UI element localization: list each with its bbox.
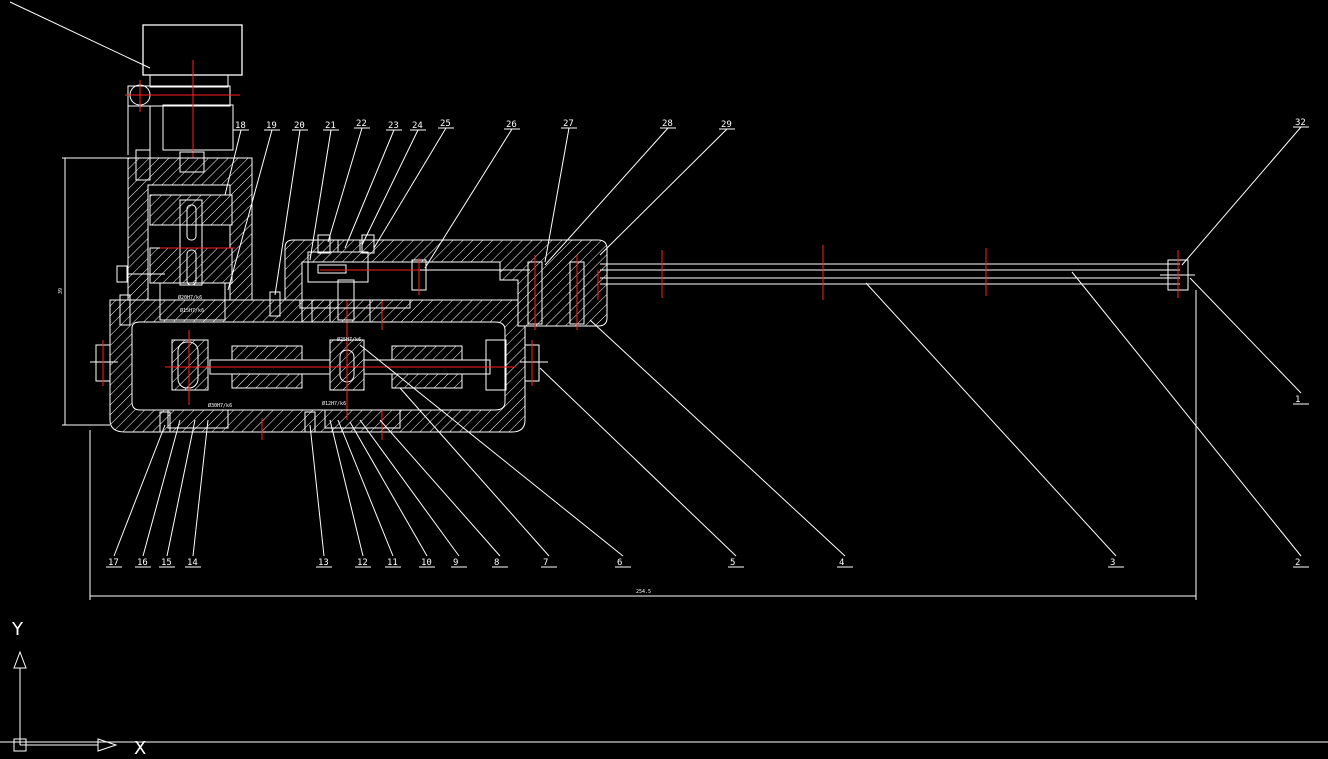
balloon-leader bbox=[599, 128, 728, 256]
balloon-label: 12 bbox=[357, 558, 368, 568]
balloon-label: 29 bbox=[721, 120, 732, 130]
balloon-label: 4 bbox=[839, 558, 844, 568]
balloon-label: 19 bbox=[266, 121, 277, 131]
balloon-leader bbox=[309, 129, 332, 261]
fit-note-5: Ø12H7/k6 bbox=[322, 400, 346, 407]
balloon-leader bbox=[539, 367, 737, 557]
upper-arm-housing[interactable] bbox=[284, 234, 608, 330]
balloon-leader bbox=[327, 127, 363, 243]
dim-height-label: 39 bbox=[58, 288, 64, 294]
balloon-label: 3 bbox=[1110, 558, 1115, 568]
balloon-leader bbox=[344, 129, 395, 249]
balloon-label: 2 bbox=[1295, 558, 1300, 568]
ucs-y-label: Y bbox=[11, 619, 24, 640]
balloon-label: 7 bbox=[543, 558, 548, 568]
balloon-label: 22 bbox=[356, 119, 367, 129]
balloon-leader bbox=[359, 419, 460, 557]
balloon-label: 32 bbox=[1295, 118, 1306, 128]
balloon-leader bbox=[113, 424, 166, 557]
balloon-leader bbox=[544, 127, 570, 263]
balloon-label: 17 bbox=[108, 558, 119, 568]
balloon-label: 16 bbox=[137, 558, 148, 568]
balloon-leader bbox=[1189, 277, 1302, 394]
balloon-leader bbox=[361, 129, 419, 246]
balloon-label: 1 bbox=[1295, 395, 1300, 405]
balloon-leader bbox=[274, 129, 301, 296]
balloon-label: 18 bbox=[235, 121, 246, 131]
balloon-leader bbox=[192, 419, 209, 557]
balloon-label: 8 bbox=[494, 558, 499, 568]
balloon-leader bbox=[589, 319, 846, 557]
balloon-label: 20 bbox=[294, 121, 305, 131]
balloon-leaders bbox=[106, 126, 1309, 568]
balloon-leader bbox=[359, 344, 624, 557]
dimension-overall-length: 254.5 bbox=[89, 290, 1197, 600]
fit-note-2: Ø15H7/k6 bbox=[180, 307, 204, 314]
balloon-label: 26 bbox=[506, 120, 517, 130]
balloon-label: 23 bbox=[388, 121, 399, 131]
balloon-leader bbox=[349, 421, 428, 557]
balloon-label: 9 bbox=[453, 558, 458, 568]
balloon-leader bbox=[142, 419, 181, 557]
ucs-icon: Y X bbox=[11, 619, 146, 759]
balloon-leader bbox=[379, 419, 501, 557]
balloon-label: 21 bbox=[325, 121, 336, 131]
balloon-label: 14 bbox=[187, 558, 198, 568]
balloon-leader bbox=[309, 424, 325, 557]
balloon-leader bbox=[399, 387, 550, 557]
balloon-leader bbox=[865, 282, 1117, 557]
ucs-x-label: X bbox=[134, 738, 146, 759]
fit-note-1: Ø20H7/k6 bbox=[178, 294, 202, 301]
balloon-leader bbox=[373, 127, 447, 249]
balloon-label: 24 bbox=[412, 121, 423, 131]
leader-top-left bbox=[9, 1, 151, 69]
vertical-gear-housing[interactable]: Ø20H7/k6 bbox=[116, 149, 253, 304]
balloon-label: 5 bbox=[730, 558, 735, 568]
balloon-label: 13 bbox=[318, 558, 329, 568]
balloon-label: 15 bbox=[161, 558, 172, 568]
balloon-leader bbox=[166, 419, 196, 557]
fit-note-3: Ø30H7/k6 bbox=[208, 402, 232, 409]
balloon-label: 10 bbox=[421, 558, 432, 568]
balloon-leader bbox=[224, 129, 242, 196]
balloon-label: 6 bbox=[617, 558, 622, 568]
balloon-leader bbox=[329, 419, 364, 557]
motor[interactable] bbox=[125, 24, 243, 160]
dim-overall-label: 254.5 bbox=[636, 589, 651, 595]
balloon-leader bbox=[544, 127, 669, 266]
balloon-label: 11 bbox=[387, 558, 398, 568]
balloon-leader bbox=[424, 128, 513, 269]
balloon-label: 25 bbox=[440, 119, 451, 129]
dimension-height: 39 bbox=[58, 157, 136, 426]
balloon-leader bbox=[1071, 271, 1302, 557]
fit-note-4: Ø25H7/k6 bbox=[337, 336, 361, 343]
balloon-leader bbox=[337, 419, 394, 557]
balloon-leader bbox=[1181, 126, 1302, 266]
balloon-leader bbox=[227, 129, 273, 291]
balloon-label: 28 bbox=[662, 119, 673, 129]
long-arm-rod[interactable] bbox=[600, 245, 1195, 300]
balloon-label: 27 bbox=[563, 119, 574, 129]
main-gearbox[interactable]: Ø15H7/k6 Ø30H7/k6 Ø25H7/k6 Ø12H7/k6 bbox=[90, 291, 548, 440]
